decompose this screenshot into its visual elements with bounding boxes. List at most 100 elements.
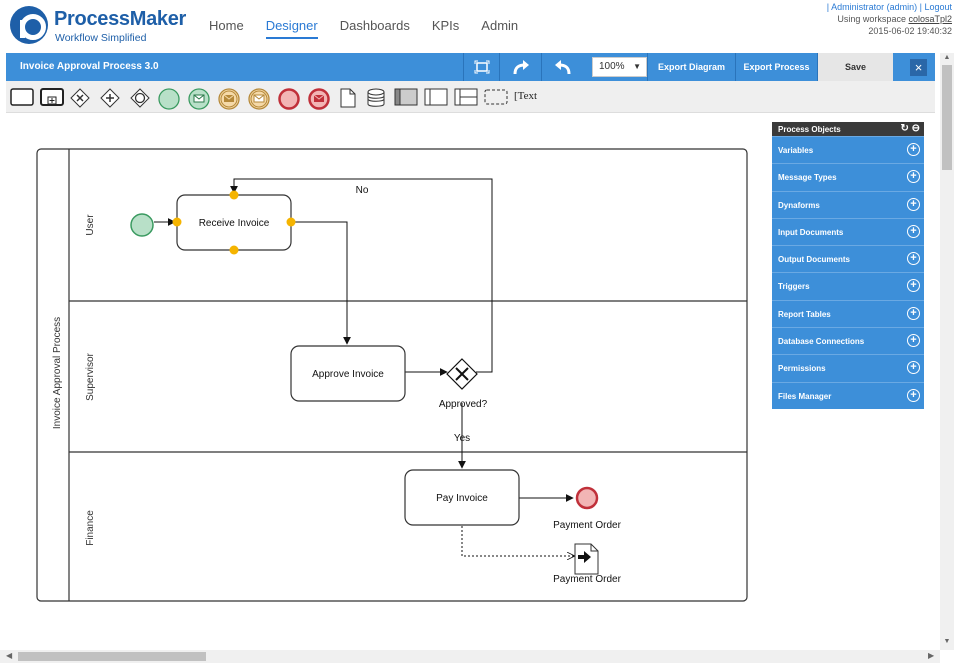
panel-item-triggers[interactable]: Triggers+ (772, 272, 924, 299)
intermediate-message-event-icon[interactable] (218, 88, 240, 110)
plus-icon[interactable]: + (907, 334, 920, 348)
plus-icon[interactable]: + (907, 252, 920, 266)
connection-handle[interactable] (229, 245, 239, 255)
lane-shape-icon[interactable] (424, 88, 448, 106)
pool-label: Invoice Approval Process (52, 317, 63, 429)
plus-icon[interactable]: + (907, 388, 920, 402)
zoom-select[interactable]: 100% ▼ (592, 57, 647, 77)
scroll-right-icon[interactable]: ▶ (928, 651, 935, 660)
group-shape-icon[interactable] (484, 88, 508, 106)
subprocess-shape-icon[interactable] (40, 88, 64, 106)
bracket-icon: [ (514, 90, 518, 102)
task-label: Pay Invoice (436, 493, 488, 504)
panel-item-permissions[interactable]: Permissions+ (772, 354, 924, 381)
designer-toolbar: Invoice Approval Process 3.0 100% ▼ Expo… (6, 53, 935, 81)
vertical-scrollbar[interactable]: ▲ ▼ (940, 53, 954, 650)
plus-icon[interactable]: + (907, 197, 920, 211)
separator: | (919, 2, 922, 12)
panel-item-message-types[interactable]: Message Types + (772, 163, 924, 190)
exclusive-gateway-icon[interactable] (70, 88, 90, 108)
panel-item-label: Files Manager (778, 391, 832, 401)
user-info: | Administrator (admin) | Logout Using w… (827, 1, 952, 37)
separator: | (826, 2, 830, 12)
sequence-flow[interactable] (291, 221, 351, 345)
start-message-event-icon[interactable] (188, 88, 210, 110)
panel-header: Process Objects ↻ ⊖ (772, 122, 924, 136)
nav-home[interactable]: Home (209, 18, 244, 33)
scroll-down-icon[interactable]: ▼ (943, 638, 951, 645)
close-icon[interactable]: × (910, 59, 927, 76)
data-association[interactable] (461, 526, 574, 556)
task-pay-invoice[interactable] (404, 469, 520, 526)
task-shape-icon[interactable] (10, 88, 34, 106)
refresh-icon[interactable]: ↻ (900, 123, 909, 134)
panel-item-label: Message Types (778, 173, 837, 183)
panel-item-report-tables[interactable]: Report Tables+ (772, 299, 924, 327)
panel-item-dynaforms[interactable]: Dynaforms+ (772, 190, 924, 218)
nav-admin[interactable]: Admin (481, 18, 519, 33)
data-object-icon[interactable] (340, 88, 356, 108)
exclusive-gateway[interactable] (446, 358, 478, 390)
nav-designer[interactable]: Designer (265, 18, 318, 39)
parallel-gateway-icon[interactable] (100, 88, 120, 108)
scroll-up-icon[interactable]: ▲ (943, 54, 951, 61)
save-button[interactable]: Save (817, 53, 893, 81)
horizontal-scrollbar[interactable]: ◀ ▶ (0, 650, 940, 663)
task-label: Receive Invoice (199, 218, 270, 229)
panel-item-input-documents[interactable]: Input Documents + (772, 217, 924, 245)
plus-icon[interactable]: + (907, 143, 920, 156)
undo-button[interactable] (541, 53, 583, 81)
panel-item-output-documents[interactable]: Output Documents + (772, 245, 924, 272)
panel-item-files-manager[interactable]: Files Manager + (772, 381, 924, 409)
plus-icon[interactable]: + (907, 279, 920, 293)
data-object-output[interactable] (574, 543, 599, 575)
lane-split-icon[interactable] (454, 88, 478, 106)
main-nav: Home Designer Dashboards KPIs Admin (198, 18, 529, 39)
end-event-icon[interactable] (278, 88, 300, 110)
collapse-icon[interactable]: ⊖ (911, 123, 920, 134)
inclusive-gateway-icon[interactable] (130, 88, 150, 108)
sequence-flow-no[interactable] (230, 178, 493, 373)
text-tool-label: Text (517, 90, 538, 102)
fullscreen-button[interactable] (463, 53, 499, 81)
data-store-icon[interactable] (366, 88, 386, 108)
pool-shape-icon[interactable] (394, 88, 418, 106)
panel-item-label: Variables (778, 146, 814, 155)
connection-handle[interactable] (286, 217, 296, 227)
nav-dashboards[interactable]: Dashboards (339, 18, 410, 33)
task-approve-invoice[interactable] (290, 345, 406, 402)
redo-button[interactable] (499, 53, 541, 81)
text-annotation-tool[interactable]: [Text (514, 90, 537, 102)
scroll-thumb[interactable] (942, 65, 952, 170)
intermediate-catch-event-icon[interactable] (248, 88, 270, 110)
start-event-icon[interactable] (158, 88, 180, 110)
data-object-label: Payment Order (553, 574, 621, 585)
panel-item-label: Output Documents (778, 255, 850, 265)
panel-item-label: Input Documents (778, 227, 844, 237)
connection-handle[interactable] (172, 217, 182, 227)
plus-icon[interactable]: + (907, 224, 920, 238)
panel-item-variables[interactable]: Variables + (772, 136, 924, 163)
export-process-button[interactable]: Export Process (735, 53, 817, 81)
plus-icon[interactable]: + (907, 306, 920, 320)
processmaker-logo[interactable]: ProcessMaker Workflow Simplified (10, 6, 186, 46)
scroll-left-icon[interactable]: ◀ (6, 651, 13, 660)
connection-handle[interactable] (229, 190, 239, 200)
diagram-canvas[interactable]: Invoice Approval Process User Supervisor… (0, 113, 940, 650)
lane-label-user: User (85, 214, 96, 236)
start-event[interactable] (130, 213, 154, 237)
panel-item-label: Database Connections (778, 337, 865, 347)
plus-icon[interactable]: + (907, 361, 920, 375)
scroll-thumb[interactable] (18, 652, 206, 661)
end-event-label: Payment Order (553, 520, 621, 531)
end-event[interactable] (575, 486, 599, 510)
logout-link[interactable]: Logout (924, 2, 952, 12)
export-diagram-button[interactable]: Export Diagram (647, 53, 735, 81)
nav-kpis[interactable]: KPIs (431, 18, 460, 33)
plus-icon[interactable]: + (907, 170, 920, 184)
panel-item-database-connections[interactable]: Database Connections + (772, 327, 924, 354)
account-link[interactable]: Administrator (admin) (831, 2, 918, 12)
end-message-event-icon[interactable] (308, 88, 330, 110)
logo-tagline: Workflow Simplified (55, 32, 147, 44)
workspace-prefix: Using workspace (837, 14, 906, 24)
